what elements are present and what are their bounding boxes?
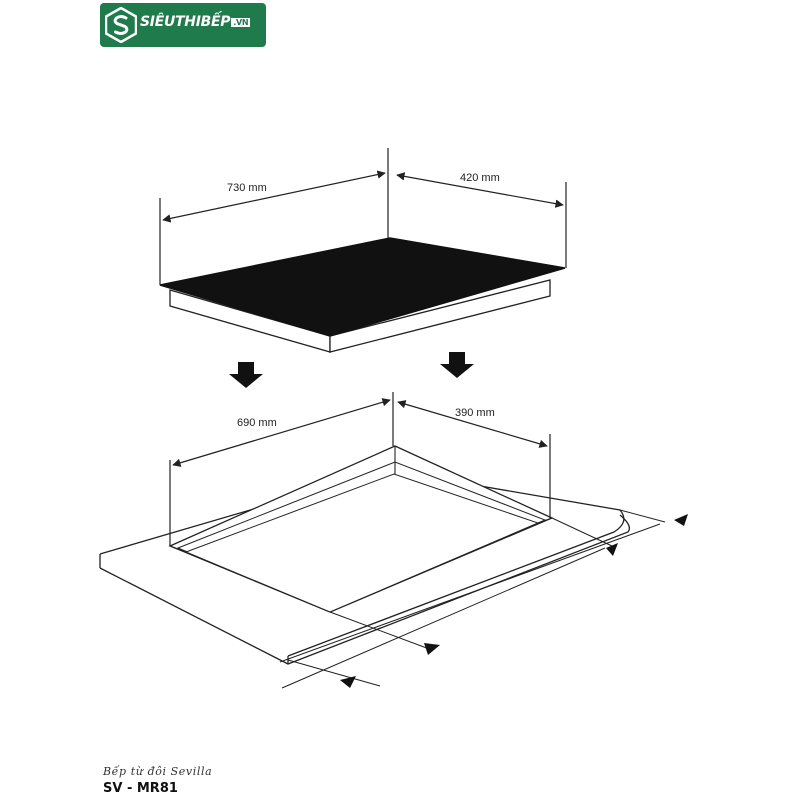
clearance-arrow-icon <box>340 676 356 688</box>
cutout-depth-label: 390 mm <box>455 407 495 419</box>
brand-domain: .VN <box>231 18 251 27</box>
hob-extension-lines <box>159 148 567 285</box>
down-arrow-icon <box>229 362 263 388</box>
dim-line-hob-width <box>162 170 386 223</box>
glass-cooktop <box>159 237 566 337</box>
model-number: SV - MR81 <box>103 781 178 796</box>
hob-right-side <box>329 279 551 353</box>
s-monogram-icon <box>105 7 137 43</box>
clearance-guides <box>279 509 666 689</box>
cutout-extension-lines <box>169 392 551 546</box>
clearance-arrow-icon <box>606 543 618 556</box>
product-caption: Bếp từ đôi Sevilla <box>103 765 213 778</box>
dim-line-hob-depth <box>396 172 564 208</box>
cutout-width-label: 690 mm <box>237 417 277 429</box>
countertop-front-edge <box>99 514 631 665</box>
countertop-drawing <box>99 445 631 665</box>
hob-drawing <box>159 237 566 353</box>
hob-width-label: 730 mm <box>227 182 267 194</box>
dim-line-cutout-width <box>172 398 391 467</box>
brand-logo[interactable]: SIÊUTHIBẾP.VN <box>100 3 266 47</box>
clearance-arrow-icon <box>424 643 440 655</box>
down-arrow-icon <box>440 352 474 378</box>
dim-line-cutout-depth <box>397 400 548 448</box>
brand-name: SIÊUTHIBẾP.VN <box>140 14 251 30</box>
hob-depth-label: 420 mm <box>460 172 500 184</box>
clearance-arrow-icon <box>674 514 688 526</box>
